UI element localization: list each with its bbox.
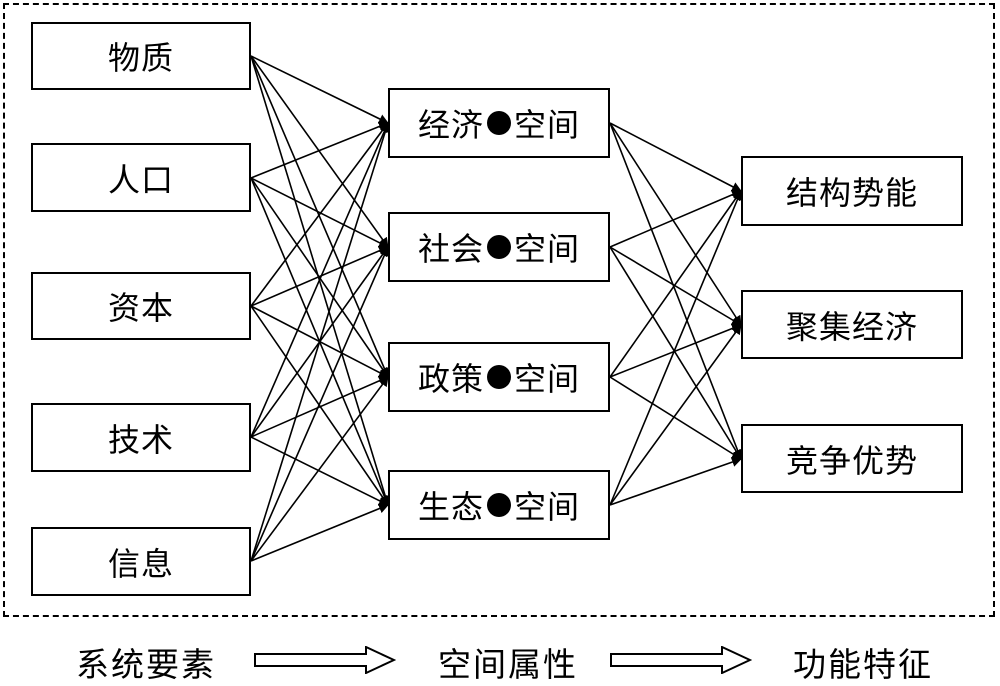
dot-icon bbox=[487, 493, 511, 517]
dashed-system-frame bbox=[3, 3, 995, 617]
element-box-jishu: 技术 bbox=[31, 403, 251, 472]
double-arrow-icon bbox=[254, 646, 396, 674]
connector-arrow bbox=[250, 503, 389, 562]
element-box-xinxi: 信息 bbox=[31, 527, 251, 596]
connector-arrow bbox=[609, 122, 742, 192]
dot-icon bbox=[487, 111, 511, 135]
function-label: 结构势能 bbox=[785, 174, 918, 212]
element-box-renkou: 人口 bbox=[31, 143, 251, 212]
connector-arrow bbox=[250, 122, 389, 307]
element-label: 信息 bbox=[107, 544, 174, 583]
connector-arrow bbox=[609, 246, 742, 326]
connector-arrow bbox=[609, 122, 742, 326]
caption-spatial-attributes: 空间属性 bbox=[438, 645, 578, 684]
double-arrow-icon bbox=[610, 646, 752, 674]
space-label-right: 空间 bbox=[514, 106, 581, 144]
space-label-right: 空间 bbox=[514, 230, 581, 268]
connector-arrow bbox=[250, 376, 389, 562]
connector-arrow bbox=[250, 55, 389, 124]
connector-arrow bbox=[250, 121, 389, 179]
function-label: 聚集经济 bbox=[785, 307, 918, 346]
element-label: 物质 bbox=[107, 39, 174, 77]
connector-arrow bbox=[609, 190, 742, 378]
element-box-wuzhi: 物质 bbox=[31, 22, 251, 90]
dot-icon bbox=[487, 235, 511, 259]
connector-arrow bbox=[250, 55, 389, 248]
connector-arrow bbox=[609, 122, 743, 460]
element-box-ziben: 资本 bbox=[31, 272, 251, 340]
space-box-zhengce: 政策 空间 bbox=[388, 342, 610, 412]
space-label-left: 政策 bbox=[417, 360, 484, 398]
connector-arrow bbox=[609, 323, 742, 378]
dot-icon bbox=[487, 365, 511, 389]
connector-arrow bbox=[250, 55, 390, 378]
space-label-left: 经济 bbox=[417, 106, 484, 144]
connector-arrow bbox=[250, 245, 389, 307]
connector-arrow bbox=[250, 122, 391, 562]
element-label: 人口 bbox=[107, 160, 174, 199]
connector-arrow bbox=[250, 436, 389, 506]
space-label-left: 生态 bbox=[417, 488, 484, 526]
function-box-jingzheng: 竞争优势 bbox=[741, 424, 963, 493]
connector-arrow bbox=[609, 189, 742, 248]
connector-arrow bbox=[250, 177, 389, 378]
connector-arrow bbox=[609, 457, 742, 506]
function-label: 竞争优势 bbox=[785, 441, 918, 480]
space-box-shengtai: 生态 空间 bbox=[388, 470, 610, 540]
connector-arrow bbox=[250, 376, 389, 438]
space-label-left: 社会 bbox=[417, 230, 484, 268]
element-label: 资本 bbox=[107, 289, 174, 327]
connector-arrow bbox=[250, 177, 389, 248]
connector-arrow bbox=[609, 190, 743, 506]
function-box-jiegou: 结构势能 bbox=[741, 156, 963, 226]
connector-arrow bbox=[250, 122, 389, 438]
space-label-right: 空间 bbox=[514, 488, 581, 526]
connector-arrow bbox=[250, 246, 389, 562]
caption-system-elements: 系统要素 bbox=[76, 645, 216, 684]
space-label-right: 空间 bbox=[514, 360, 581, 398]
connector-arrow bbox=[609, 376, 742, 460]
function-box-juji: 聚集经济 bbox=[741, 290, 963, 359]
space-box-jingji: 经济 空间 bbox=[388, 88, 610, 158]
connector-arrow bbox=[609, 246, 742, 460]
element-label: 技术 bbox=[107, 420, 174, 459]
caption-functional-features: 功能特征 bbox=[793, 645, 933, 684]
connector-arrow bbox=[609, 324, 742, 506]
space-box-shehui: 社会 空间 bbox=[388, 212, 610, 282]
